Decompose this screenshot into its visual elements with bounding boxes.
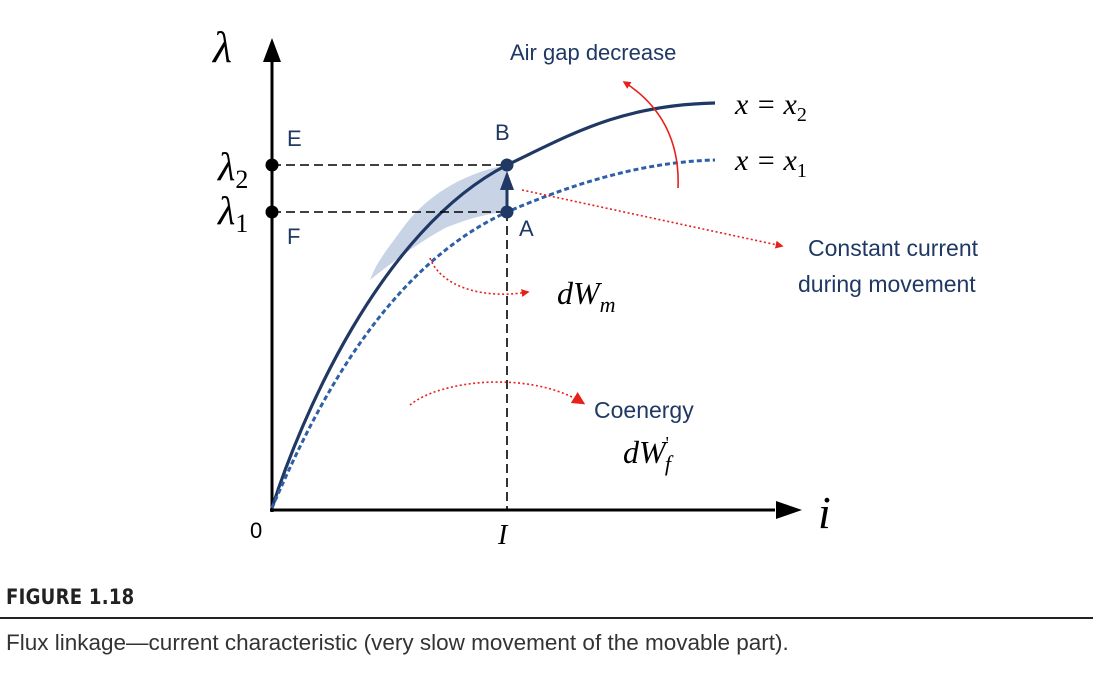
figure-label: FIGURE 1.18 [6,585,135,609]
constant-current-line2: during movement [798,271,976,297]
x-axis-label: i [818,487,831,538]
dwm-arrow [429,257,530,297]
dwf-prime: ' [666,433,669,453]
lambda2-symbol: λ [217,144,235,189]
curve-x2 [270,101,716,509]
point-f [265,205,279,219]
origin-label: 0 [250,518,262,543]
x-axis-arrowhead [776,501,802,519]
point-e [265,158,279,172]
constant-current-arrow [521,189,784,249]
lambda1-symbol: λ [217,188,235,233]
dwf-base: dW [623,434,669,470]
lambda2-subscript: 2 [235,165,248,194]
point-a [500,205,514,219]
lambda2-label: λ2 [217,144,248,194]
point-f-label: F [287,224,300,249]
coenergy-arrow [409,381,586,406]
dwm-base: dW [557,275,603,311]
curve-x1-subscript: 1 [797,160,807,182]
point-b [500,158,514,172]
point-b-label: B [495,120,510,145]
dwm-subscript: m [600,292,616,317]
curve-x1-label: x = x1 [734,144,807,182]
x-tick-label-i: I [497,520,509,551]
dwf-subscript: f [665,451,674,476]
curve-x1-text: x = x [734,144,798,177]
point-e-label: E [287,126,302,151]
dwf-label: dW'f [623,433,674,476]
y-axis-label: λ [211,23,232,72]
curve-x1 [270,158,716,509]
y-axis-arrowhead [263,38,281,62]
curve-x2-text: x = x [734,88,798,121]
caption-divider [0,617,1093,619]
curve-x2-label: x = x2 [734,88,807,126]
flux-linkage-diagram: λ i 0 I λ2 λ1 E F B A x = x2 x = x1 Air … [211,23,979,551]
lambda1-label: λ1 [217,188,248,238]
coenergy-annotation: Coenergy [594,397,694,423]
lambda1-subscript: 1 [235,209,248,238]
air-gap-annotation: Air gap decrease [510,40,676,65]
constant-current-line1: Constant current [808,235,979,261]
figure-caption: Flux linkage—current characteristic (ver… [6,630,789,655]
air-gap-arrow [622,81,679,189]
point-a-label: A [519,216,534,241]
dwm-label: dWm [557,275,616,317]
a-to-b-arrowhead [500,171,514,190]
curve-x2-subscript: 2 [797,104,807,126]
